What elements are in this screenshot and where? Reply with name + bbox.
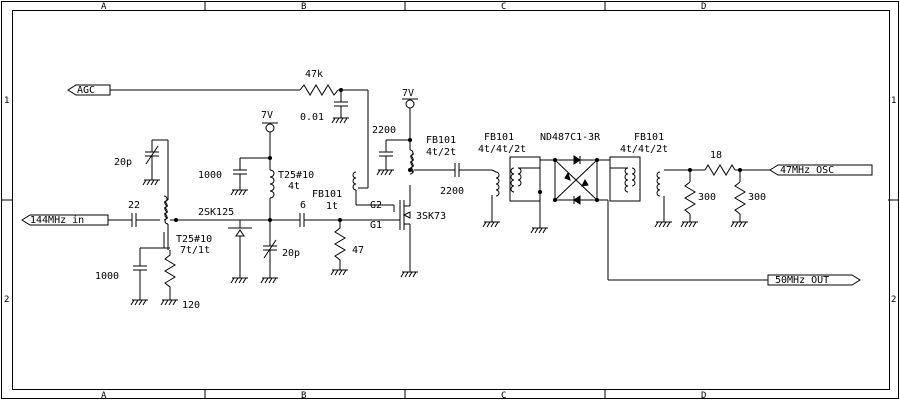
label-t25-b-turns: 7t/1t bbox=[180, 245, 210, 256]
component-labels: 47k 0.01 7V 7V 2200 FB101 4t/2t 2200 FB1… bbox=[95, 69, 766, 311]
zone-row-1-right: 1 bbox=[891, 96, 896, 106]
label-fb101-b-turns: 4t/4t/2t bbox=[478, 144, 526, 155]
label-t25-b: T25#10 bbox=[176, 234, 212, 245]
ground-icon bbox=[376, 169, 394, 176]
label-mixer-ic: ND487C1-3R bbox=[540, 132, 601, 143]
ground-icon bbox=[680, 221, 698, 228]
zone-labels: A B C D A B C D 1 2 1 2 bbox=[4, 2, 896, 400]
zone-row-2-right: 2 bbox=[891, 295, 896, 305]
label-r-47k: 47k bbox=[305, 69, 323, 80]
port-out-label: 50MHz OUT bbox=[775, 275, 829, 286]
zone-col-d-top: D bbox=[701, 2, 706, 12]
label-r-47: 47 bbox=[352, 245, 364, 256]
label-r-300-a: 300 bbox=[698, 192, 716, 203]
label-fb101-a-turns: 4t/2t bbox=[426, 147, 456, 158]
port-agc: AGC bbox=[67, 84, 111, 96]
label-g2: G2 bbox=[370, 200, 382, 211]
label-c-6: 6 bbox=[300, 200, 306, 211]
ground-icon bbox=[530, 227, 548, 234]
label-r-18: 18 bbox=[710, 150, 722, 161]
zone-col-a-top: A bbox=[101, 2, 107, 12]
ground-icon bbox=[330, 269, 348, 276]
ground-icon bbox=[260, 277, 278, 284]
label-t25-a: T25#10 bbox=[278, 170, 314, 181]
port-osc-label: 47MHz OSC bbox=[780, 165, 834, 176]
label-fb101-a: FB101 bbox=[426, 135, 456, 146]
label-fb101-c: FB101 bbox=[634, 132, 664, 143]
zone-col-a-bottom: A bbox=[101, 391, 107, 400]
label-g1: G1 bbox=[370, 220, 382, 231]
label-c-2200-top: 2200 bbox=[372, 125, 396, 136]
port-rf-in-label: 144MHz in bbox=[30, 215, 84, 226]
label-c-1000-a: 1000 bbox=[198, 170, 222, 181]
label-mosfet: 3SK73 bbox=[416, 211, 446, 222]
zone-col-d-bottom: D bbox=[701, 391, 706, 400]
label-r-120: 120 bbox=[182, 300, 200, 311]
ground-icon bbox=[230, 189, 248, 196]
ground-icon bbox=[142, 179, 160, 186]
ground-icon bbox=[654, 221, 672, 228]
label-r-300-b: 300 bbox=[748, 192, 766, 203]
zone-row-2-left: 2 bbox=[4, 295, 9, 305]
ground-icon bbox=[482, 221, 500, 228]
port-out: 50MHz OUT bbox=[767, 274, 861, 286]
junction-dots bbox=[174, 88, 742, 222]
port-rf-in: 144MHz in bbox=[21, 214, 109, 226]
label-c-22: 22 bbox=[128, 200, 140, 211]
ground-icon bbox=[400, 271, 418, 278]
zone-row-1-left: 1 bbox=[4, 96, 9, 106]
label-c-1000-b: 1000 bbox=[95, 271, 119, 282]
label-fb101-g2-turns: 1t bbox=[326, 201, 338, 212]
label-c-001: 0.01 bbox=[300, 112, 324, 123]
zone-col-b-top: B bbox=[301, 2, 306, 12]
label-t25-a-turns: 4t bbox=[288, 181, 300, 192]
zone-col-c-top: C bbox=[501, 2, 506, 12]
ground-icon bbox=[160, 299, 178, 306]
port-agc-label: AGC bbox=[77, 85, 95, 96]
ground-icon bbox=[130, 299, 148, 306]
ground-symbols bbox=[130, 117, 748, 306]
label-fb101-b: FB101 bbox=[484, 132, 514, 143]
ground-icon bbox=[331, 117, 349, 124]
zone-col-c-bottom: C bbox=[501, 391, 506, 400]
port-osc: 47MHz OSC bbox=[769, 164, 873, 176]
label-jfet: 2SK125 bbox=[198, 207, 234, 218]
wires bbox=[108, 84, 770, 300]
label-7v-b: 7V bbox=[402, 88, 414, 99]
label-fb101-g2: FB101 bbox=[312, 189, 342, 200]
label-c-20p-a: 20p bbox=[114, 157, 132, 168]
label-fb101-c-turns: 4t/4t/2t bbox=[620, 144, 668, 155]
label-7v-a: 7V bbox=[261, 110, 273, 121]
zone-col-b-bottom: B bbox=[301, 391, 306, 400]
ground-icon bbox=[730, 221, 748, 228]
label-c-2200-mid: 2200 bbox=[440, 186, 464, 197]
ground-icon bbox=[230, 277, 248, 284]
label-c-20p-b: 20p bbox=[282, 248, 300, 259]
